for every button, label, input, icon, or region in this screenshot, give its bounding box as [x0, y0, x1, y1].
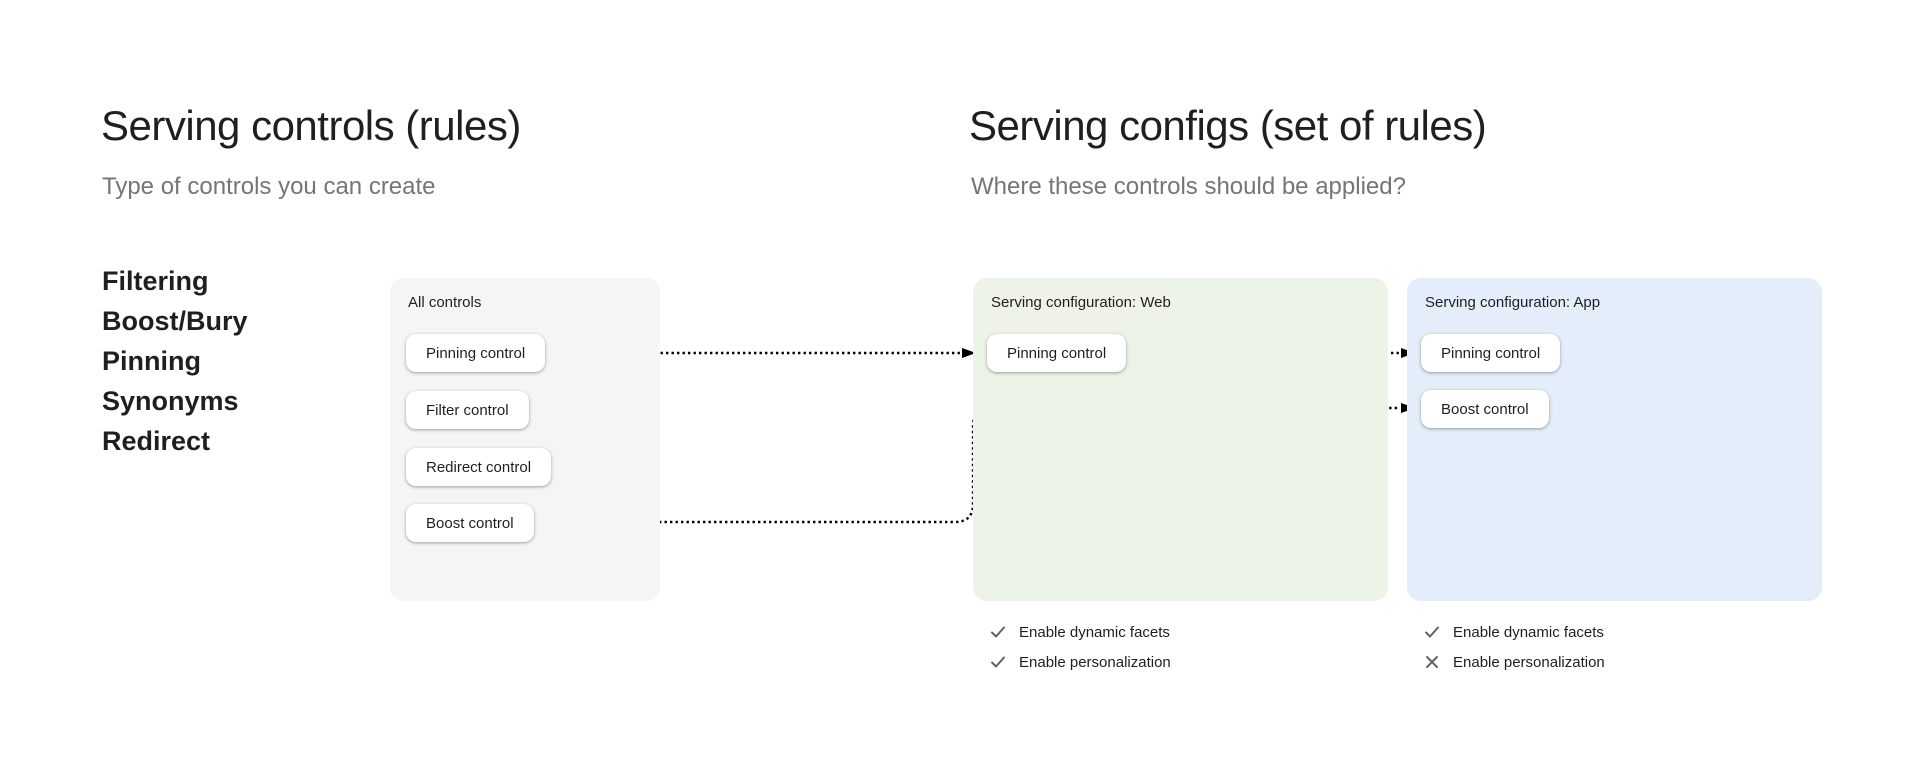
app-feature-dynamic-facets: Enable dynamic facets: [1423, 617, 1605, 647]
web-feature-personalization: Enable personalization: [989, 647, 1171, 677]
all-boost-control-chip[interactable]: Boost control: [406, 504, 534, 542]
web-config-card-label: Serving configuration: Web: [991, 294, 1171, 311]
right-section-title: Serving configs (set of rules): [969, 102, 1487, 149]
control-type-list: Filtering Boost/Bury Pinning Synonyms Re…: [102, 261, 248, 461]
app-feature-personalization: Enable personalization: [1423, 647, 1605, 677]
app-pinning-control-chip[interactable]: Pinning control: [1421, 334, 1561, 372]
all-redirect-control-chip[interactable]: Redirect control: [406, 448, 552, 486]
control-type-synonyms: Synonyms: [102, 386, 239, 416]
web-config-card: Serving configuration: Web Pinning contr…: [973, 278, 1388, 601]
left-section-title: Serving controls (rules): [101, 102, 521, 149]
control-type-boost-bury: Boost/Bury: [102, 306, 248, 336]
all-filter-control-chip[interactable]: Filter control: [406, 391, 529, 429]
feature-label: Enable dynamic facets: [1453, 623, 1604, 641]
web-pinning-control-chip[interactable]: Pinning control: [987, 334, 1127, 372]
all-controls-card-label: All controls: [408, 294, 482, 311]
check-icon: [991, 626, 1005, 638]
right-section-subtitle: Where these controls should be applied?: [971, 173, 1406, 200]
app-feature-list: Enable dynamic facets Enable personaliza…: [1423, 617, 1605, 677]
feature-label: Enable personalization: [1019, 653, 1171, 671]
app-config-card: Serving configuration: App Pinning contr…: [1407, 278, 1822, 601]
feature-label: Enable personalization: [1453, 653, 1605, 671]
app-config-card-label: Serving configuration: App: [1425, 294, 1601, 311]
all-pinning-control-chip[interactable]: Pinning control: [406, 334, 546, 372]
check-icon: [991, 656, 1005, 668]
all-controls-card: All controls Pinning control Filter cont…: [390, 278, 660, 601]
control-type-pinning: Pinning: [102, 346, 201, 376]
control-type-redirect: Redirect: [102, 426, 211, 456]
feature-label: Enable dynamic facets: [1019, 623, 1170, 641]
x-icon: [1426, 656, 1438, 668]
control-type-filtering: Filtering: [102, 266, 209, 296]
app-boost-control-chip[interactable]: Boost control: [1421, 390, 1549, 428]
web-feature-list: Enable dynamic facets Enable personaliza…: [989, 617, 1171, 677]
check-icon: [1425, 626, 1439, 638]
left-section-subtitle: Type of controls you can create: [102, 173, 436, 200]
web-feature-dynamic-facets: Enable dynamic facets: [989, 617, 1171, 647]
